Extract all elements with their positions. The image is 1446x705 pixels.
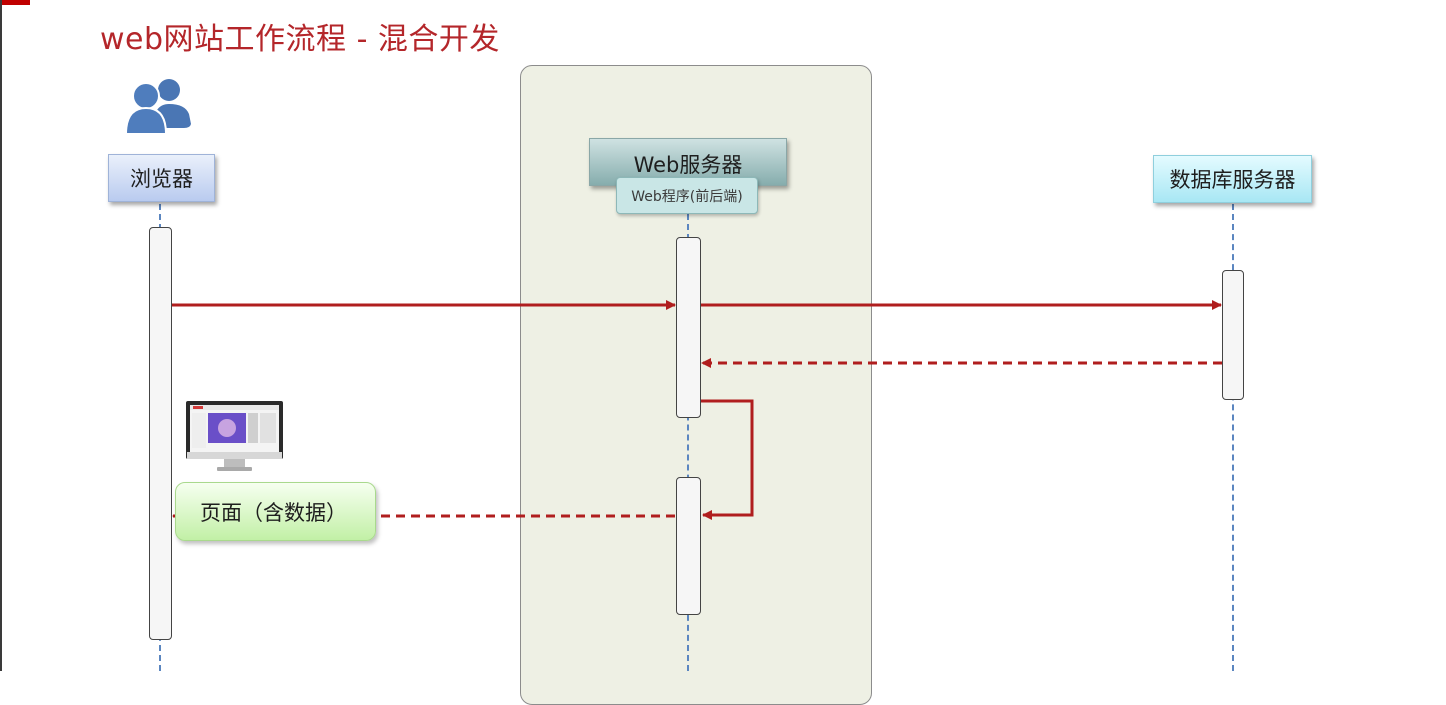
users-icon bbox=[124, 79, 191, 135]
corner-mark bbox=[0, 0, 30, 5]
browser-actor: 浏览器 bbox=[108, 154, 215, 202]
self-processing-arrow bbox=[701, 399, 754, 520]
left-edge-rule bbox=[0, 0, 2, 671]
web-server-activation-1 bbox=[676, 237, 701, 418]
web-program-label: Web程序(前后端) bbox=[616, 177, 758, 214]
db-server-activation bbox=[1222, 270, 1244, 400]
browser-activation bbox=[149, 227, 172, 640]
message-arrows bbox=[172, 300, 1222, 521]
web-server-lifeline bbox=[687, 214, 689, 671]
page-response-label: 页面（含数据） bbox=[175, 482, 376, 541]
page-title: web网站工作流程 - 混合开发 bbox=[100, 22, 500, 57]
db-server-actor: 数据库服务器 bbox=[1153, 155, 1312, 203]
web-server-activation-2 bbox=[676, 477, 701, 615]
monitor-icon bbox=[186, 401, 283, 471]
db-server-lifeline bbox=[1232, 204, 1234, 671]
